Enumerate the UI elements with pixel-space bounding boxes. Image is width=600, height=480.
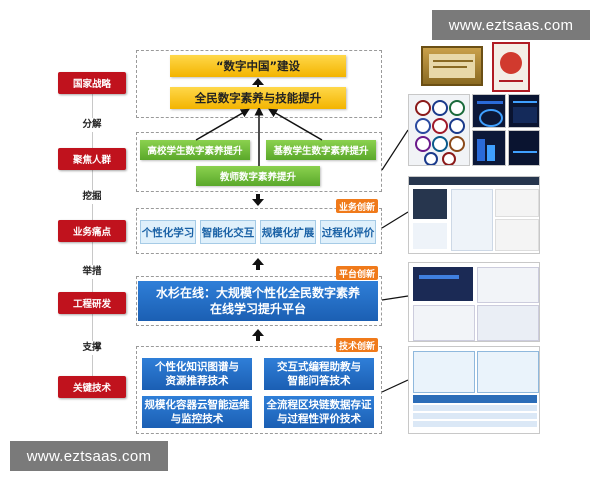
business-item-scale: 规模化扩展 xyxy=(260,220,316,244)
technology-block xyxy=(136,346,382,434)
university-logos-thumbnail xyxy=(408,94,470,166)
college-students-box: 高校学生数字素养提升 xyxy=(140,140,250,160)
platform-title-line2: 在线学习提升平台 xyxy=(209,302,306,316)
tech-1-line2: 智能问答技术 xyxy=(287,375,351,387)
teachers-box: 教师数字素养提升 xyxy=(196,166,320,186)
university-logo-icons xyxy=(415,100,465,165)
arrow-down-groups xyxy=(252,194,264,206)
platform-title-line1: 水杉在线：大规模个性化全民数字素养 xyxy=(155,286,360,300)
arrow-up-technology xyxy=(252,329,264,341)
platform-block xyxy=(136,276,382,326)
tech-3-line1: 全流程区块链数据存证 xyxy=(266,399,372,411)
architecture-thumbnail xyxy=(408,346,540,434)
technology-innovation-tag: 技术创新 xyxy=(336,338,378,352)
connector-decompose: 分解 xyxy=(72,118,112,132)
tech-1-line1: 交互式编程助教与 xyxy=(277,361,361,373)
step-pain-points: 业务痛点 xyxy=(58,220,126,242)
dashboard-thumbnail-3 xyxy=(472,130,506,166)
watermark-bottom: www.eztsaas.com xyxy=(10,441,168,471)
business-block xyxy=(136,208,382,254)
tech-0-line1: 个性化知识图谱与 xyxy=(155,361,239,373)
tech-knowledge-graph: 个性化知识图谱与 资源推荐技术 xyxy=(142,358,252,390)
award-certificate-image xyxy=(492,42,530,92)
business-item-process: 过程化评价 xyxy=(320,220,376,244)
tech-container-cloud: 规模化容器云智能运维 与监控技术 xyxy=(142,396,252,428)
dashboard-thumbnail-1 xyxy=(472,94,506,128)
arrow-up-platform xyxy=(252,258,264,270)
tech-programming-assistant: 交互式编程助教与 智能问答技术 xyxy=(264,358,374,390)
connector-mine: 挖掘 xyxy=(72,190,112,204)
platform-box: 水杉在线：大规模个性化全民数字素养 在线学习提升平台 xyxy=(138,281,378,321)
connector-measures: 举措 xyxy=(72,265,112,279)
platform-innovation-tag: 平台创新 xyxy=(336,266,378,280)
connector-support: 支撑 xyxy=(72,341,112,355)
tech-blockchain: 全流程区块链数据存证 与过程性评价技术 xyxy=(264,396,374,428)
learning-interface-thumbnail xyxy=(408,176,540,254)
digital-china-box: “数字中国”建设 xyxy=(170,55,346,77)
thumbnail-connectors xyxy=(381,129,409,393)
step-engineering: 工程研发 xyxy=(58,292,126,314)
basic-students-box: 基教学生数字素养提升 xyxy=(266,140,376,160)
tech-2-line2: 与监控技术 xyxy=(170,413,224,425)
business-item-personalized: 个性化学习 xyxy=(140,220,196,244)
tech-0-line2: 资源推荐技术 xyxy=(165,375,229,387)
arrow-up-top xyxy=(252,78,264,85)
watermark-top: www.eztsaas.com xyxy=(432,10,590,40)
business-innovation-tag: 业务创新 xyxy=(336,199,378,213)
tech-3-line2: 与过程性评价技术 xyxy=(277,413,361,425)
business-item-intelligent: 智能化交互 xyxy=(200,220,256,244)
certificate-image xyxy=(421,46,483,86)
tech-2-line1: 规模化容器云智能运维 xyxy=(144,399,250,411)
step-national-strategy: 国家战略 xyxy=(58,72,126,94)
platform-screens-thumbnail xyxy=(408,262,540,342)
step-focus-groups: 聚焦人群 xyxy=(58,148,126,170)
digital-literacy-box: 全民数字素养与技能提升 xyxy=(170,87,346,109)
dashboard-thumbnail-2 xyxy=(508,94,540,128)
dashboard-thumbnail-4 xyxy=(508,130,540,166)
group-arrows xyxy=(195,108,323,166)
step-key-technology: 关键技术 xyxy=(58,376,126,398)
